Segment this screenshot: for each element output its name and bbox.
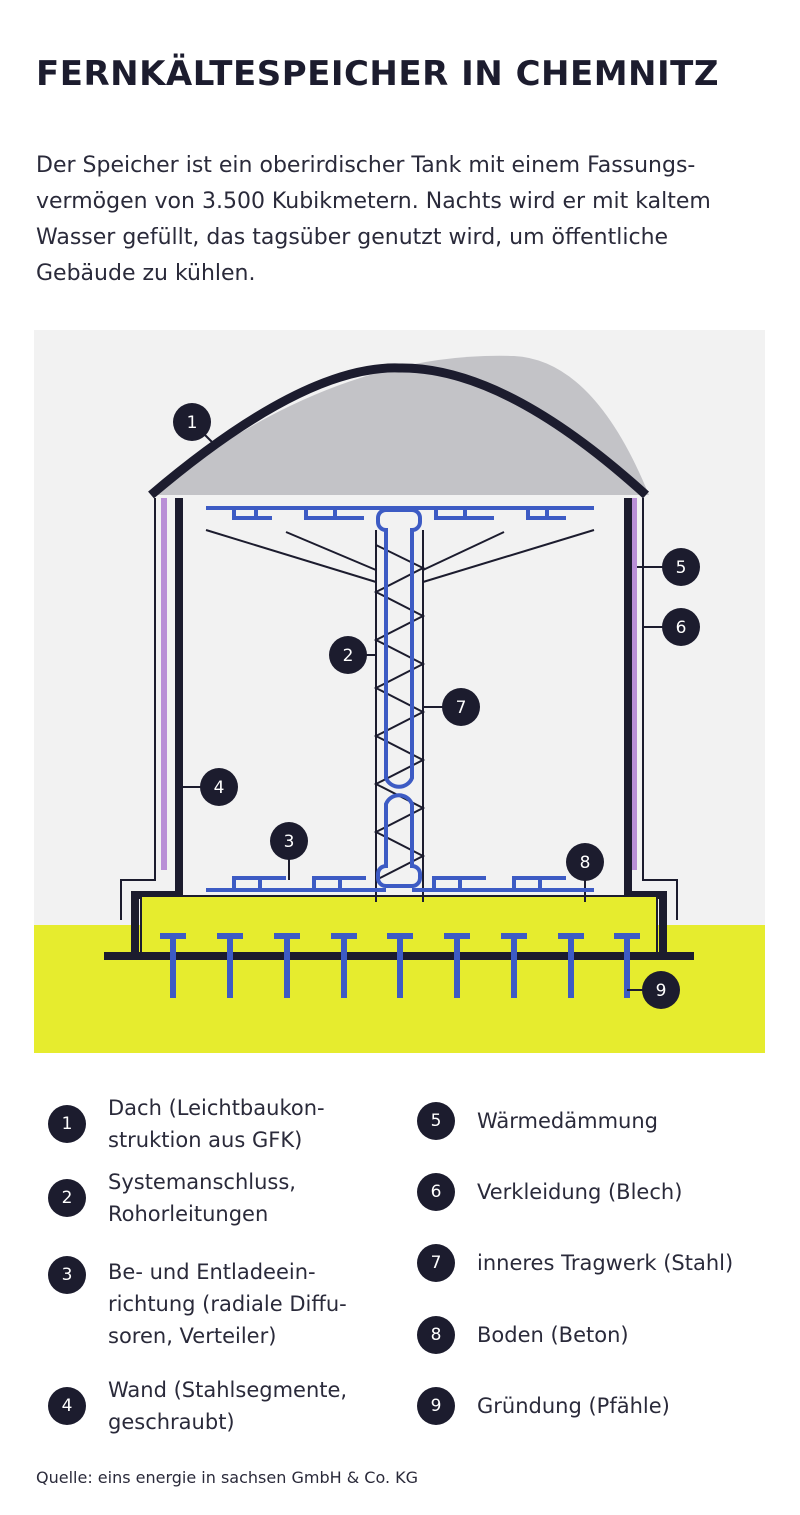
legend-line: Verkleidung (Blech) — [477, 1180, 683, 1204]
pile — [614, 933, 640, 998]
intro-line: Gebäude zu kühlen. — [36, 261, 256, 286]
insulation-right — [631, 498, 637, 870]
callout-label: 2 — [343, 646, 354, 666]
callout-label: 4 — [214, 778, 225, 798]
legend-line: Dach (Leichtbaukon- — [108, 1096, 325, 1120]
callout-label: 6 — [676, 618, 687, 638]
legend-line: struktion aus GFK) — [108, 1128, 303, 1152]
page-title: FERNKÄLTESPEICHER IN CHEMNITZ — [36, 54, 719, 94]
legend-text: Systemanschluss, Rohorleitungen — [108, 1166, 296, 1230]
pile — [558, 933, 584, 998]
intro-line: vermögen von 3.500 Kubikmetern. Nachts w… — [36, 189, 711, 214]
legend-line: geschraubt) — [108, 1410, 235, 1434]
legend-item: 3 Be- und Entladeein- richtung (radiale … — [48, 1256, 347, 1352]
legend-number: 9 — [417, 1387, 455, 1425]
callout-5: 5 — [662, 548, 700, 586]
pile — [331, 933, 357, 998]
legend-number: 3 — [48, 1256, 86, 1294]
callout-2: 2 — [329, 636, 367, 674]
roof-outline — [148, 363, 650, 499]
callout-6: 6 — [662, 608, 700, 646]
legend-text: inneres Tragwerk (Stahl) — [477, 1247, 733, 1279]
legend-item: 6 Verkleidung (Blech) — [417, 1173, 682, 1211]
legend-text: Dach (Leichtbaukon- struktion aus GFK) — [108, 1092, 325, 1156]
legend-item: 7 inneres Tragwerk (Stahl) — [417, 1244, 733, 1282]
piles — [160, 933, 640, 998]
callout-1: 1 — [173, 403, 211, 441]
legend-line: Gründung (Pfähle) — [477, 1394, 670, 1418]
pile — [501, 933, 527, 998]
callout-7: 7 — [442, 688, 480, 726]
intro-text: Der Speicher ist ein oberirdischer Tank … — [36, 148, 756, 292]
callout-9: 9 — [642, 971, 680, 1009]
legend-text: Be- und Entladeein- richtung (radiale Di… — [108, 1256, 347, 1352]
callout-label: 3 — [284, 832, 295, 852]
legend-item: 1 Dach (Leichtbaukon- struktion aus GFK) — [48, 1092, 325, 1156]
legend-line: richtung (radiale Diffu- — [108, 1292, 347, 1316]
legend-line: Wärmedämmung — [477, 1109, 658, 1133]
legend-line: inneres Tragwerk (Stahl) — [477, 1251, 734, 1275]
callout-label: 9 — [656, 981, 667, 1001]
legend-line: soren, Verteiler) — [108, 1324, 277, 1348]
cladding-left — [120, 498, 156, 920]
legend-line: Be- und Entladeein- — [108, 1260, 316, 1284]
pile — [160, 933, 186, 998]
legend-text: Gründung (Pfähle) — [477, 1390, 670, 1422]
callout-label: 1 — [187, 413, 198, 433]
legend-number: 5 — [417, 1102, 455, 1140]
legend-text: Wärmedämmung — [477, 1105, 658, 1137]
legend-line: Boden (Beton) — [477, 1323, 629, 1347]
pile — [274, 933, 300, 998]
callout-3: 3 — [270, 822, 308, 860]
legend-text: Wand (Stahlsegmente, geschraubt) — [108, 1374, 347, 1438]
legend-number: 1 — [48, 1105, 86, 1143]
intro-line: Der Speicher ist ein oberirdischer Tank … — [36, 153, 696, 178]
cladding-right — [642, 498, 678, 920]
pipes — [206, 506, 594, 892]
pile — [387, 933, 413, 998]
callout-label: 5 — [676, 558, 687, 578]
inner-structure — [205, 529, 595, 902]
pile — [217, 933, 243, 998]
legend-number: 7 — [417, 1244, 455, 1282]
storage-tank-diagram: 1 5 6 2 7 4 3 8 9 — [34, 330, 765, 1053]
legend-item: 2 Systemanschluss, Rohorleitungen — [48, 1166, 296, 1230]
source-note: Quelle: eins energie in sachsen GmbH & C… — [36, 1468, 419, 1487]
legend-item: 5 Wärmedämmung — [417, 1102, 658, 1140]
legend-item: 4 Wand (Stahlsegmente, geschraubt) — [48, 1374, 347, 1438]
legend-item: 8 Boden (Beton) — [417, 1316, 629, 1354]
callout-8: 8 — [566, 843, 604, 881]
pile — [444, 933, 470, 998]
legend-text: Boden (Beton) — [477, 1319, 629, 1351]
legend-line: Rohorleitungen — [108, 1202, 269, 1226]
legend-number: 2 — [48, 1179, 86, 1217]
callout-label: 7 — [456, 698, 467, 718]
legend-item: 9 Gründung (Pfähle) — [417, 1387, 670, 1425]
roof — [151, 355, 649, 495]
legend-line: Systemanschluss, — [108, 1170, 296, 1194]
insulation-left — [161, 498, 167, 870]
legend-number: 4 — [48, 1387, 86, 1425]
legend-number: 6 — [417, 1173, 455, 1211]
intro-line: Wasser gefüllt, das tagsüber genutzt wir… — [36, 225, 669, 250]
callouts: 1 5 6 2 7 4 3 8 9 — [173, 403, 700, 1009]
legend-number: 8 — [417, 1316, 455, 1354]
legend-line: Wand (Stahlsegmente, — [108, 1378, 348, 1402]
legend-text: Verkleidung (Blech) — [477, 1176, 682, 1208]
callout-label: 8 — [580, 853, 591, 873]
callout-4: 4 — [200, 768, 238, 806]
